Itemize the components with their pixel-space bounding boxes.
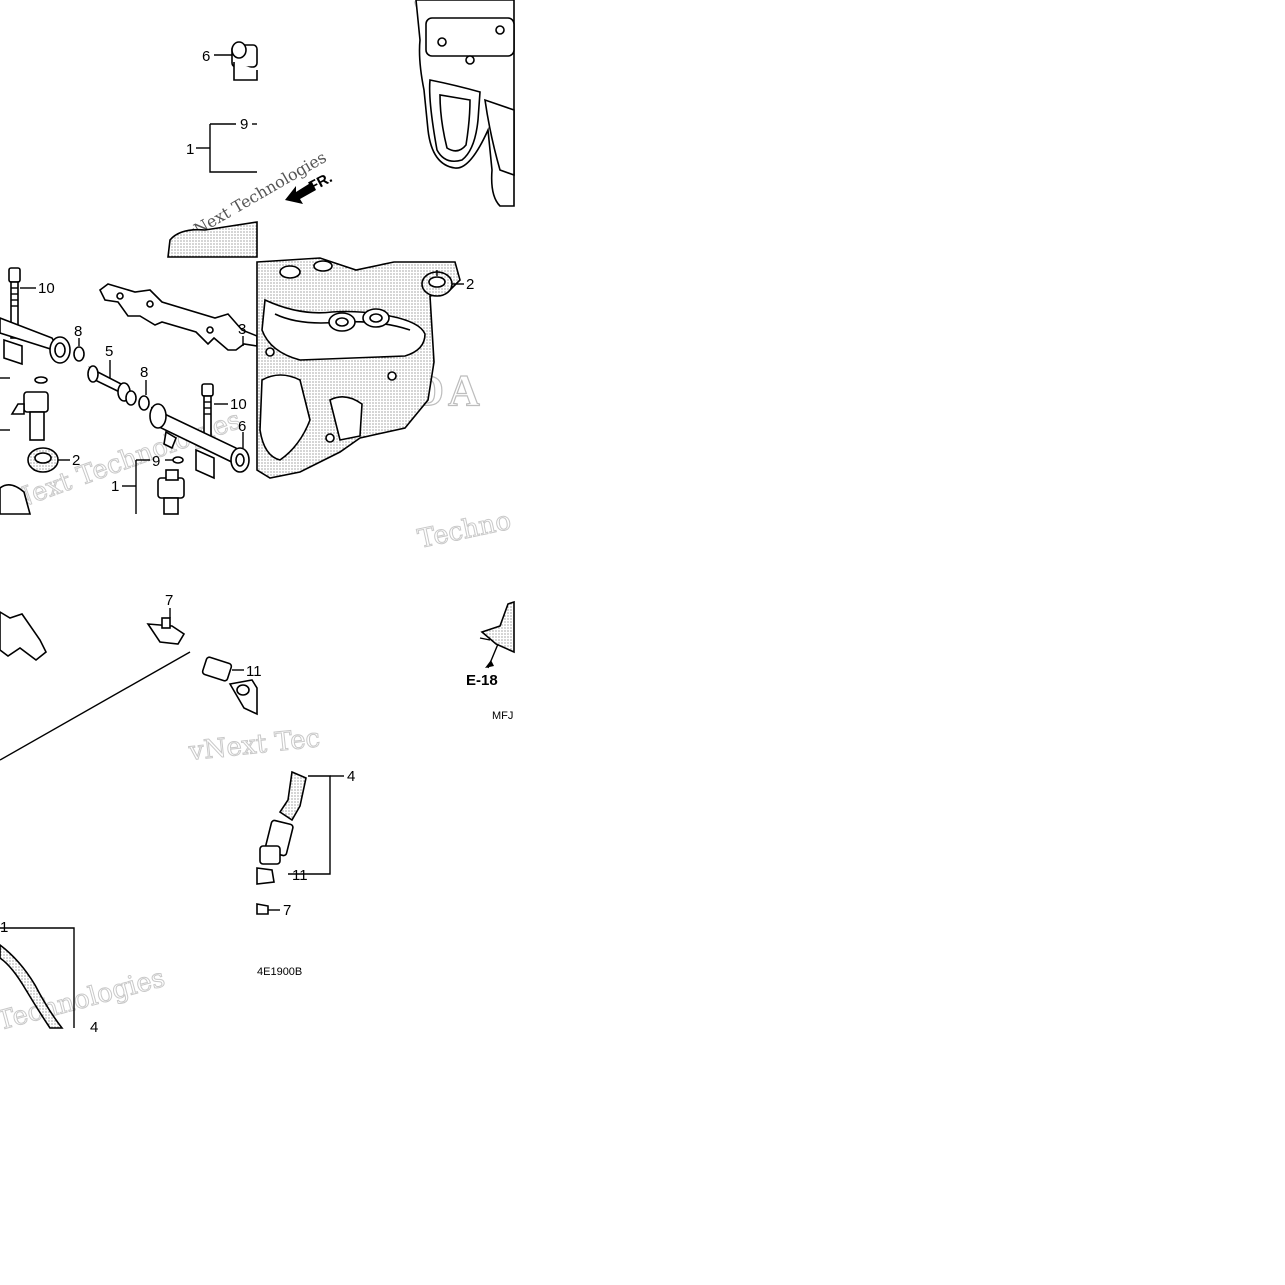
seal-part-2 xyxy=(27,447,59,473)
callout-10: 10 xyxy=(230,396,247,413)
pipe-clamp-part-6 xyxy=(231,41,258,81)
callout-9: 9 xyxy=(152,453,160,470)
sensor-wiring-panel: 7 11 1 4 xyxy=(0,592,262,1036)
top-left-panel: 6 9 1 FR. xyxy=(167,41,335,258)
sensor-part-7 xyxy=(256,903,269,915)
callout-2: 2 xyxy=(72,452,80,469)
diagram-code: MFJ xyxy=(492,710,513,722)
callout-11: 11 xyxy=(246,663,262,680)
o-ring-part-8 xyxy=(138,395,150,411)
watermark-text: Techno xyxy=(415,506,514,555)
callout-10: 10 xyxy=(38,280,55,297)
callout-11: 11 xyxy=(292,867,308,884)
callout-6: 6 xyxy=(202,48,210,65)
joint-pipe-part-5 xyxy=(87,365,137,406)
callout-5: 5 xyxy=(105,343,113,360)
clip-part-11 xyxy=(256,867,275,885)
callout-1: 1 xyxy=(111,478,119,495)
sub-harness-part-4 xyxy=(259,819,294,865)
callout-4: 4 xyxy=(347,768,355,785)
front-arrow-icon xyxy=(285,182,316,204)
reference-panel: E-18 MFJ xyxy=(466,600,515,722)
fuel-rail-part-6 xyxy=(149,403,250,480)
o-ring-part-8 xyxy=(73,346,85,362)
fuel-rail-assembly: 10 8 5 8 xyxy=(0,267,258,515)
injector-part-1 xyxy=(157,469,185,515)
callout-7: 7 xyxy=(283,902,291,919)
injector-part-1 xyxy=(10,391,49,441)
callout-7: 7 xyxy=(165,592,173,609)
manifold-body xyxy=(256,257,461,479)
diagram-code: 4E1900B xyxy=(257,966,302,978)
intake-manifold-top xyxy=(415,0,515,207)
sensor-part-7 xyxy=(146,617,186,645)
seal-part-2 xyxy=(421,270,453,297)
callout-8: 8 xyxy=(74,323,82,340)
bolt-part-10 xyxy=(201,383,214,447)
callout-8: 8 xyxy=(140,364,148,381)
callout-6: 6 xyxy=(238,418,246,435)
bracket-line xyxy=(209,124,257,173)
callout-1-partial: 1 xyxy=(0,919,8,936)
watermark-text: vNext Tec xyxy=(187,723,322,767)
callout-3: 3 xyxy=(238,321,246,338)
gasket-part-3 xyxy=(98,283,258,351)
reference-label: E-18 xyxy=(466,672,498,689)
callout-9: 9 xyxy=(240,116,248,133)
callout-1: 1 xyxy=(186,141,194,158)
callout-4-partial: 4 xyxy=(90,1019,98,1036)
callout-2: 2 xyxy=(466,276,474,293)
sub-harness-panel: 4 11 7 4E1900B xyxy=(256,768,355,978)
connector-part-11 xyxy=(201,656,233,682)
